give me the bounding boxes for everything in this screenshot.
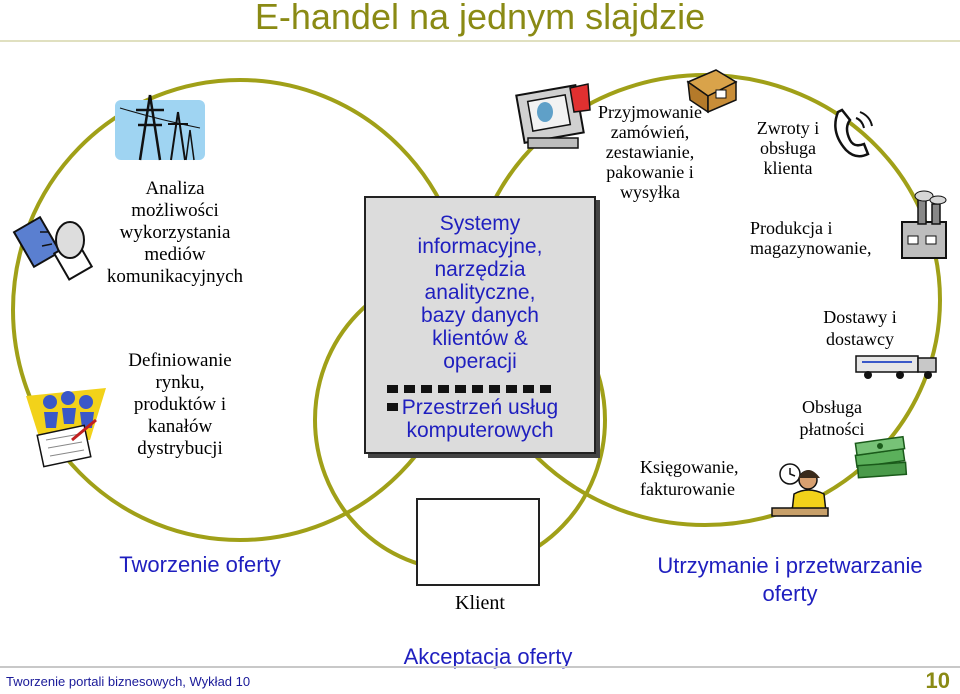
- text-line: komunikacyjnych: [106, 266, 244, 287]
- text-line: pakowanie i: [606, 162, 694, 182]
- right-circle-text-returns: Zwroty i obsługa klienta: [740, 118, 836, 178]
- right-circle-text-accounting: Księgowanie, fakturowanie: [640, 456, 770, 500]
- text-line: wysyłka: [620, 182, 680, 202]
- text-line: dystrybucji: [137, 438, 223, 459]
- caption-maintain-offer: Utrzymanie i przetwarzanie oferty: [630, 552, 950, 608]
- center-box-services-text: Przestrzeń usług komputerowych: [364, 396, 596, 442]
- delivery-truck-icon: [855, 355, 937, 379]
- text-line: Systemy: [439, 212, 521, 235]
- text-line: mediów: [144, 244, 206, 265]
- text-line: obsługa: [760, 138, 816, 158]
- text-line: informacyjne,: [417, 235, 543, 258]
- footer-text: Tworzenie portali biznesowych, Wykład 10: [6, 674, 251, 689]
- money-stack-icon: [854, 435, 908, 479]
- text-line: Przyjmowanie: [598, 102, 702, 122]
- text-line: zestawianie,: [605, 142, 695, 162]
- text-line: oferty: [762, 581, 818, 606]
- text-line: kanałów: [147, 416, 213, 437]
- footer-divider: [0, 666, 960, 668]
- text-line: analityczne,: [424, 281, 536, 304]
- satellite-dish-icon: [12, 215, 94, 281]
- telephone-icon: [834, 108, 873, 158]
- text-line: bazy danych: [421, 304, 539, 327]
- computer-screen-icon: [515, 83, 591, 149]
- right-circle-text-orders: Przyjmowanie zamówień, zestawianie, pako…: [575, 102, 725, 202]
- text-line: Utrzymanie i przetwarzanie: [657, 553, 923, 578]
- text-line: Produkcja i: [750, 218, 833, 238]
- right-circle-text-payments: Obsługa płatności: [780, 396, 884, 440]
- factory-icon: [901, 190, 947, 259]
- text-line: narzędzia: [434, 258, 526, 281]
- text-line: Dostawy i: [823, 307, 897, 327]
- text-line: Przestrzeń usług: [401, 396, 559, 419]
- right-circle-text-supply: Dostawy i dostawcy: [808, 306, 912, 350]
- left-circle-text-market: Definiowanie rynku, produktów i kanałów …: [95, 350, 265, 460]
- slide-title: E-handel na jednym slajdzie: [254, 0, 706, 37]
- client-label: Klient: [455, 592, 505, 614]
- accountant-icon: [771, 463, 829, 517]
- text-line: klienta: [763, 158, 813, 178]
- text-line: wykorzystania: [119, 222, 231, 243]
- caption-accept-offer: Akceptacja oferty: [403, 644, 573, 669]
- center-box-systems-text: Systemy informacyjne, narzędzia analityc…: [364, 212, 596, 373]
- caption-create-offer: Tworzenie oferty: [119, 552, 281, 577]
- page-number: 10: [925, 668, 950, 693]
- text-line: Analiza: [145, 178, 205, 199]
- text-line: magazynowanie,: [750, 238, 872, 258]
- client-image-frame: [416, 498, 540, 586]
- text-line: Zwroty i: [756, 118, 820, 138]
- text-line: dostawcy: [826, 329, 894, 349]
- meeting-icon: [26, 388, 106, 468]
- left-circle-text-analysis: Analiza możliwości wykorzystania mediów …: [85, 178, 265, 288]
- text-line: rynku,: [155, 372, 205, 393]
- text-line: Definiowanie: [128, 350, 232, 371]
- text-line: fakturowanie: [640, 479, 735, 499]
- text-line: płatności: [799, 419, 865, 439]
- text-line: zamówień,: [610, 122, 690, 142]
- center-box: [364, 196, 596, 454]
- text-line: komputerowych: [406, 419, 554, 442]
- text-line: klientów &: [432, 327, 528, 350]
- text-line: operacji: [443, 350, 517, 373]
- dotted-separator: [387, 380, 571, 411]
- text-line: Obsługa: [802, 397, 862, 417]
- right-circle-text-production: Produkcja i magazynowanie,: [750, 218, 904, 258]
- text-line: produktów i: [133, 394, 227, 415]
- package-box-icon: [686, 69, 738, 114]
- text-line: możliwości: [131, 200, 219, 221]
- power-lines-icon: [115, 94, 205, 161]
- text-line: Księgowanie,: [640, 457, 739, 477]
- title-divider: [0, 40, 960, 42]
